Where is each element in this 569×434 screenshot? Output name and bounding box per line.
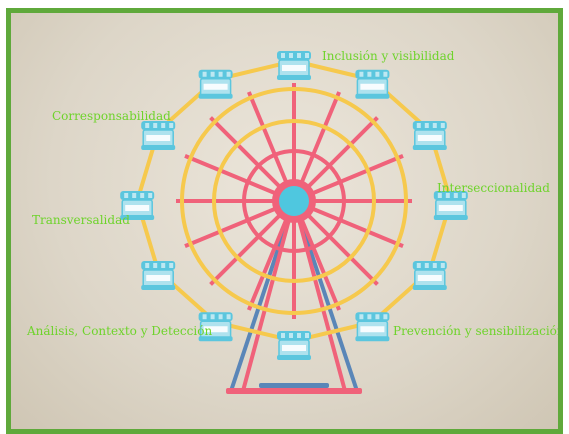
cabin xyxy=(277,51,311,80)
support-base xyxy=(226,388,362,394)
cabin xyxy=(412,121,447,150)
cabin xyxy=(120,191,155,220)
cabin xyxy=(355,69,390,99)
label-inclusion: Inclusión y visibilidad xyxy=(322,49,455,63)
hub-center xyxy=(279,186,309,216)
support-leg-right-pink xyxy=(292,200,347,392)
slide-canvas: Inclusión y visibilidad Corresponsabilid… xyxy=(6,8,563,434)
label-prevencion: Prevención y sensibilización xyxy=(393,324,563,338)
support-platform xyxy=(259,383,329,388)
cabin xyxy=(277,331,311,360)
inner-ring xyxy=(242,149,346,253)
cabin xyxy=(141,121,176,150)
cabin xyxy=(198,69,233,99)
cabin xyxy=(141,261,176,290)
cabin xyxy=(198,312,233,342)
support-leg-left-pink xyxy=(241,200,296,392)
cabin xyxy=(355,312,390,342)
label-interseccionalidad: Interseccionalidad xyxy=(437,181,550,195)
label-transversalidad: Transversalidad xyxy=(32,213,130,227)
ferris-wheel-diagram xyxy=(120,51,468,394)
middle-ring xyxy=(212,119,376,283)
label-corresponsabilidad: Corresponsabilidad xyxy=(52,109,171,123)
outer-ring xyxy=(180,87,408,315)
cabin xyxy=(433,191,468,220)
label-analisis: Análisis, Contexto y Detección xyxy=(27,324,213,338)
cabin xyxy=(412,261,447,290)
